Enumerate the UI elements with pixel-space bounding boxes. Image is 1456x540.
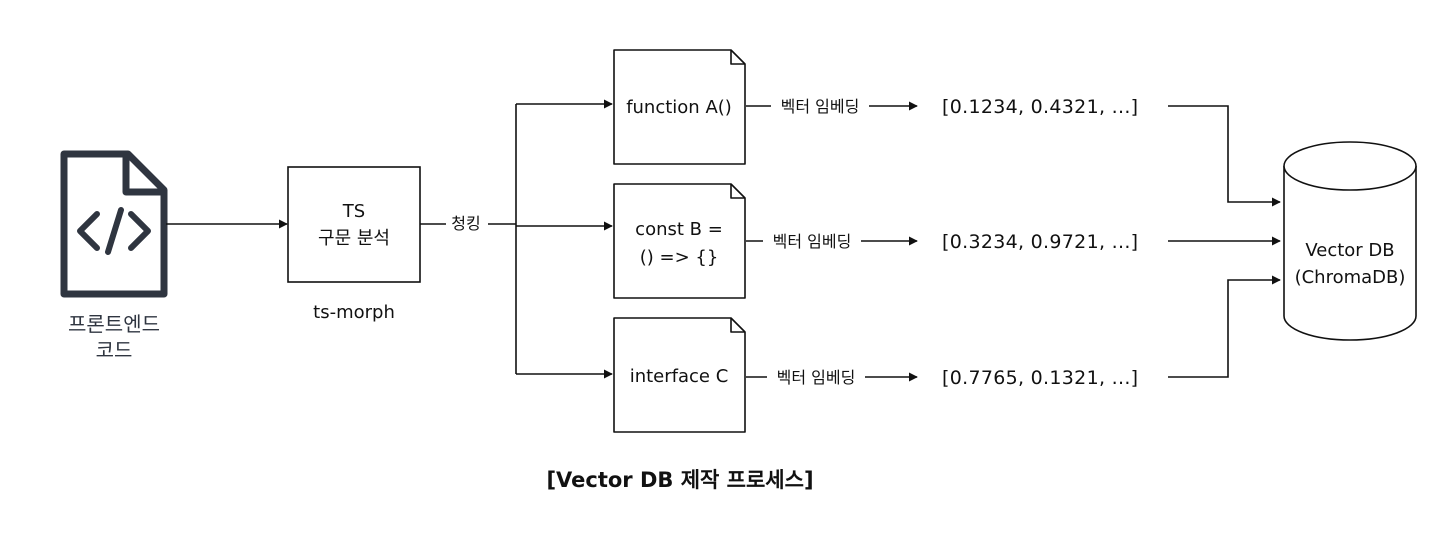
- parser-label-line2: 구문 분석: [318, 228, 390, 249]
- chunk-2-label-line2: () => {}: [640, 247, 719, 268]
- edge-store-3: [1168, 275, 1281, 378]
- embed-1-label-mask: [771, 94, 869, 118]
- diagram-title: [Vector DB 제작 프로세스]: [546, 468, 813, 492]
- embed-1-label: 벡터 임베딩: [781, 97, 860, 116]
- vector-1: [0.1234, 0.4321, ...]: [942, 96, 1138, 118]
- chunk-document-2: [613, 183, 746, 299]
- chunking-label-mask: [446, 211, 488, 235]
- embed-3-label: 벡터 임베딩: [777, 368, 856, 387]
- chunking-label: 청킹: [451, 214, 480, 233]
- chunk-1-label: function A(): [626, 97, 732, 118]
- embed-3-label-mask: [767, 365, 865, 389]
- db-label-line1: Vector DB: [1305, 240, 1394, 261]
- vector-db-cylinder: [1283, 141, 1417, 341]
- embed-2-label: 벡터 임베딩: [773, 232, 852, 251]
- parser-label-line1: TS: [342, 201, 365, 222]
- chunking-edges: [420, 99, 613, 379]
- embed-2-label-mask: [763, 229, 861, 253]
- edge-store-1: [1168, 105, 1281, 207]
- parser-box: [287, 166, 421, 283]
- code-file-icon: [60, 150, 168, 298]
- chunk-3-label: interface C: [630, 366, 729, 387]
- vector-2: [0.3234, 0.9721, ...]: [942, 231, 1138, 253]
- chunk-document-3: [613, 317, 746, 433]
- chunk-2-label-line1: const B =: [635, 219, 723, 240]
- source-caption-line2: 코드: [96, 338, 133, 362]
- source-caption-line1: 프론트엔드: [68, 312, 160, 336]
- chunk-document-1: [613, 49, 746, 165]
- vector-3: [0.7765, 0.1321, ...]: [942, 367, 1138, 389]
- db-label-line2: (ChromaDB): [1295, 267, 1406, 288]
- parser-tool-label: ts-morph: [313, 302, 395, 323]
